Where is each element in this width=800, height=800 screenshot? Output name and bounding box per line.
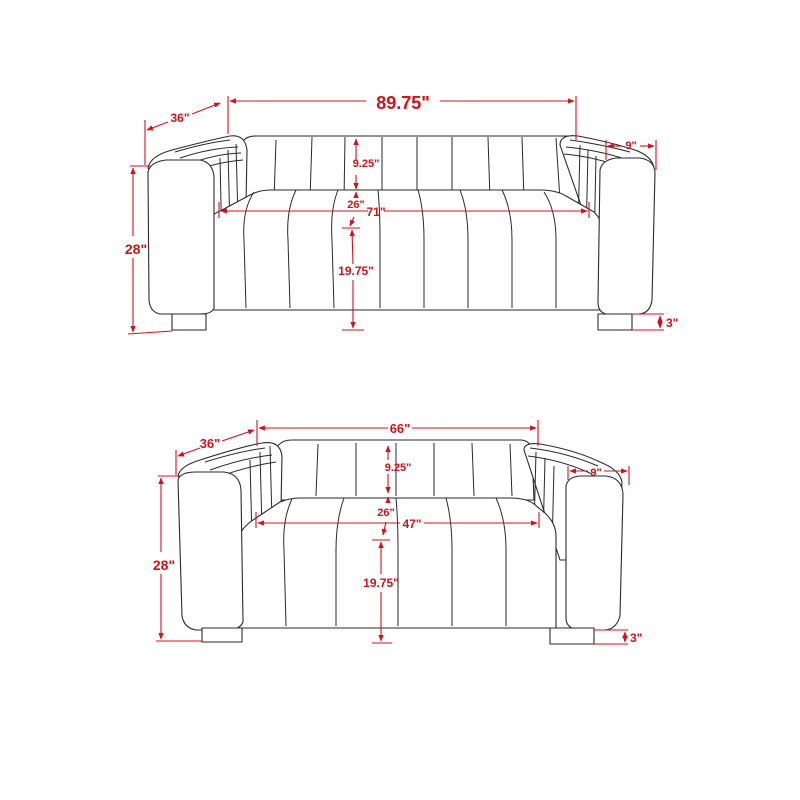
sofa-height: 28": [125, 241, 147, 257]
sofa-overall-width: 89.75": [376, 93, 430, 113]
loveseat-seat-depth: 26": [377, 507, 394, 519]
loveseat-depth: 36": [200, 436, 221, 451]
sofa-back-height: 9.25": [353, 158, 380, 170]
loveseat-drawing: [177, 439, 624, 645]
sofa-dimensions: 89.75" 36" 28" 9" 71" 9.25" 26" 19.75": [125, 93, 678, 335]
loveseat-seat-width: 47": [402, 517, 421, 531]
sofa-arm-width: 9": [625, 140, 636, 152]
loveseat-overall-width: 66": [390, 421, 411, 436]
loveseat-seat-height: 19.75": [363, 576, 399, 590]
loveseat-height: 28": [153, 557, 175, 573]
sofa-seat-depth: 26": [347, 199, 364, 211]
sofa-leg-height: 3": [666, 316, 678, 330]
sofa-depth: 36": [170, 111, 189, 125]
loveseat-arm-width: 9": [590, 467, 601, 479]
sofa-drawing: [147, 135, 656, 331]
loveseat-dimensions: 66" 36" 28" 9" 47" 9.25" 26" 19.75": [153, 420, 642, 645]
loveseat-leg-height: 3": [630, 631, 642, 645]
sofa-seat-height: 19.75": [338, 264, 374, 278]
loveseat-back-height: 9.25": [385, 462, 412, 474]
sofa-seat-width: 71": [366, 205, 385, 219]
